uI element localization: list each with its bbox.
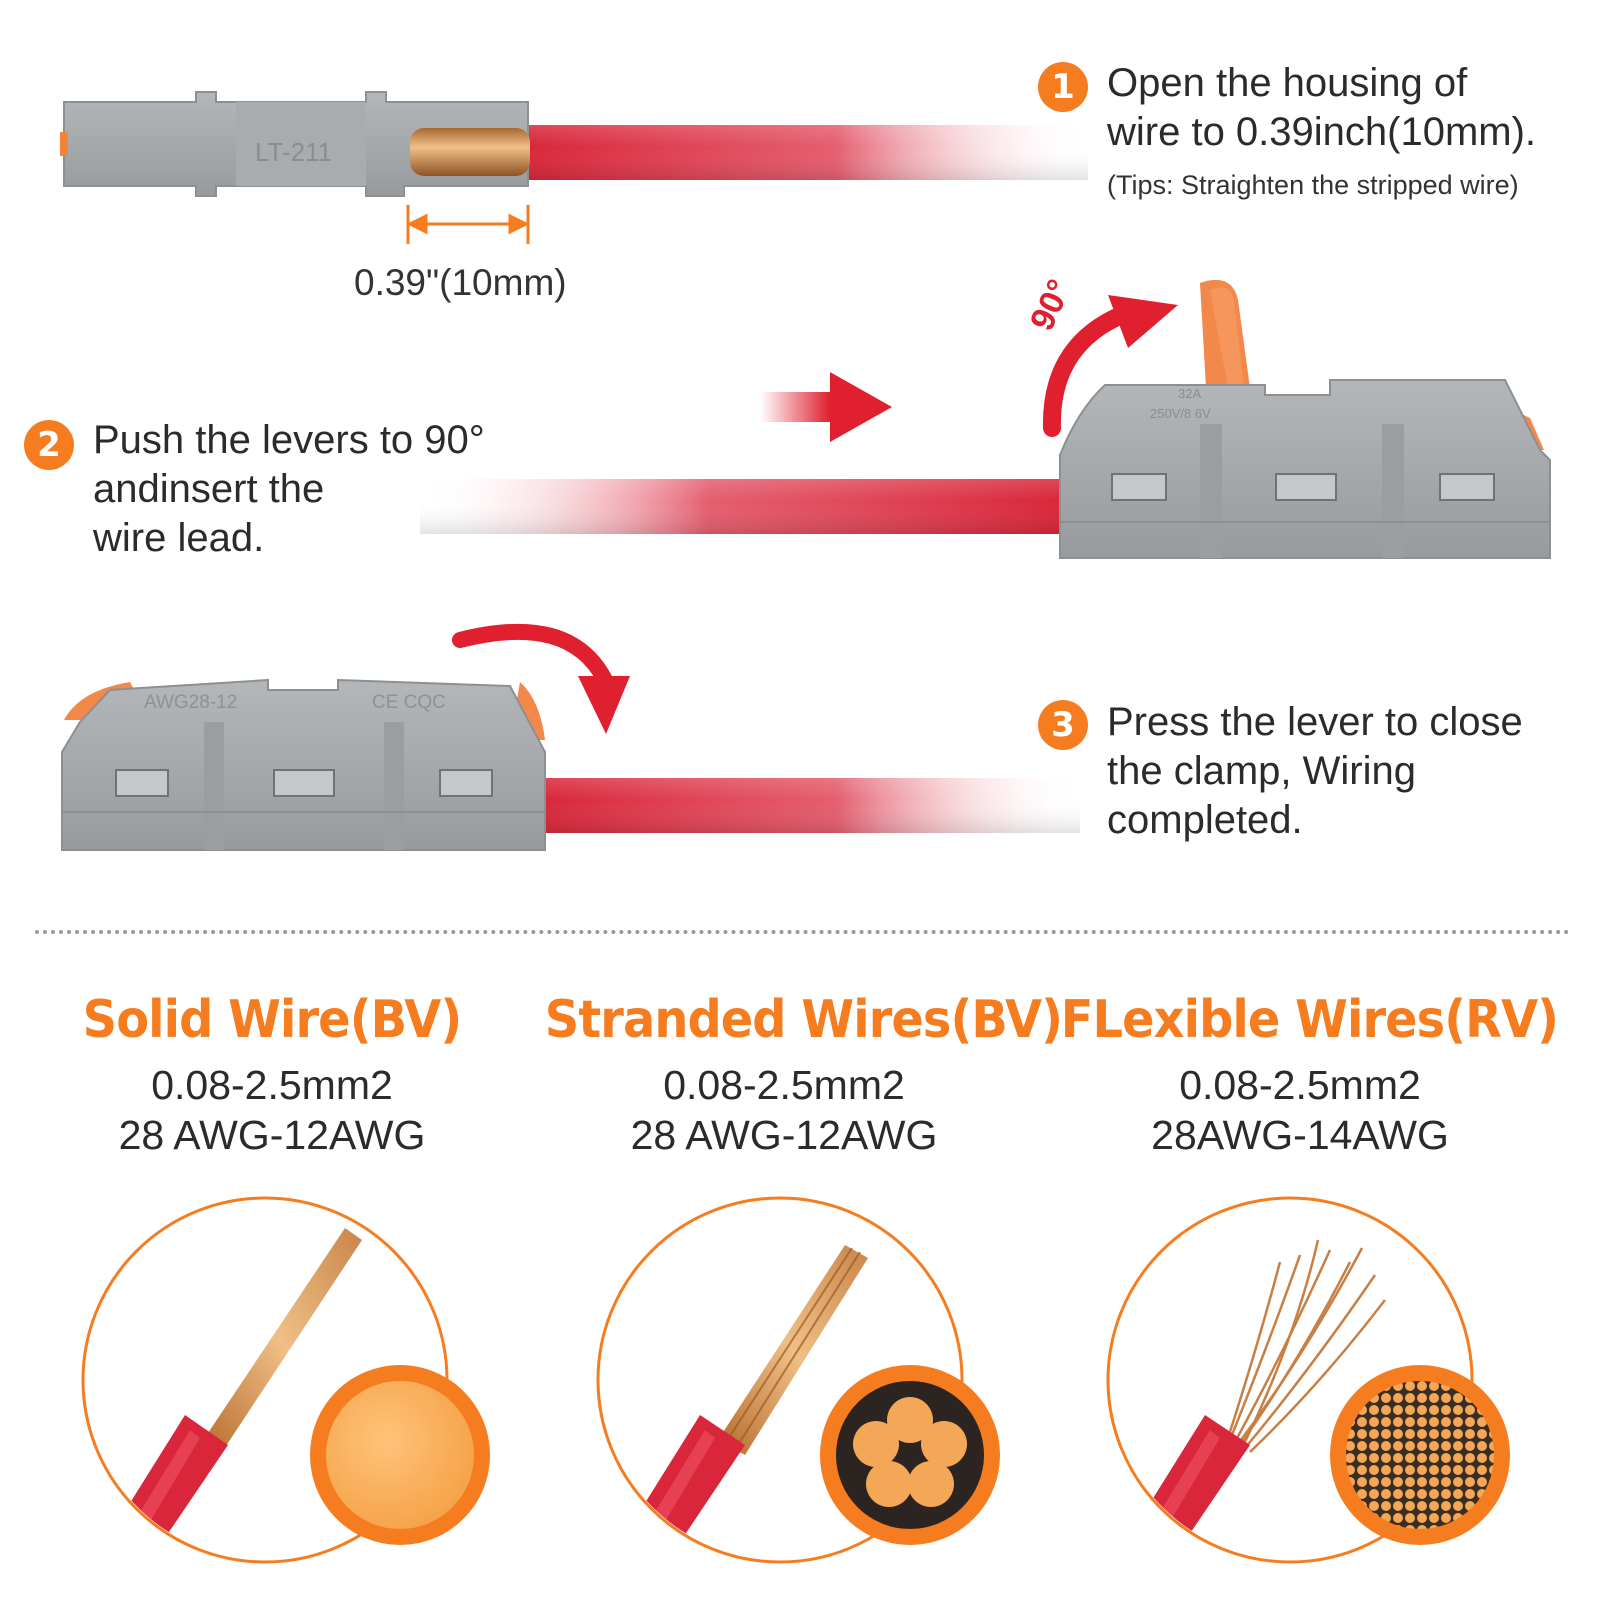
angle-label: 90° xyxy=(1023,274,1079,337)
cert-marking: CE CQC xyxy=(372,692,446,713)
stranded-wire-illustration xyxy=(596,1196,1000,1564)
wire-type-spec-awg: 28 AWG-12AWG xyxy=(118,1112,426,1158)
step-1-text: Open the housing of wire to 0.39inch(10m… xyxy=(1107,61,1537,154)
gauge-marking: AWG28-12 xyxy=(144,692,237,713)
solid-wire-illustration xyxy=(81,1196,490,1564)
step-3-badge: 3 xyxy=(1038,700,1088,750)
wire-type-spec-mm: 0.08-2.5mm2 xyxy=(1179,1062,1421,1108)
step-2-text: Push the levers to 90° andinsert the wir… xyxy=(93,418,485,560)
rating-marking: 32A xyxy=(1178,386,1201,401)
voltage-marking: 250V/8 6V xyxy=(1150,406,1211,421)
wire-type-title: FLexible Wires(RV) xyxy=(1060,990,1559,1050)
step-3-text: Press the lever to close the clamp, Wiri… xyxy=(1107,700,1523,842)
step1-illustration: LT-211 xyxy=(60,91,1088,244)
wire-type-spec-awg: 28 AWG-12AWG xyxy=(630,1112,938,1158)
wire-type-flexible: FLexible Wires(RV) 0.08-2.5mm2 28AWG-14A… xyxy=(1040,990,1560,1160)
wire-type-spec-mm: 0.08-2.5mm2 xyxy=(151,1062,393,1108)
wire-type-spec-mm: 0.08-2.5mm2 xyxy=(663,1062,905,1108)
wire-type-title: Solid Wire(BV) xyxy=(82,990,463,1050)
wire-type-solid: Solid Wire(BV) 0.08-2.5mm2 28 AWG-12AWG xyxy=(12,990,532,1160)
dimension-label: 0.39"(10mm) xyxy=(354,262,567,303)
wire-type-stranded: Stranded Wires(BV) 0.08-2.5mm2 28 AWG-12… xyxy=(524,990,1063,1160)
step-1-tip: (Tips: Straighten the stripped wire) xyxy=(1107,170,1519,200)
flexible-wire-illustration xyxy=(1106,1196,1510,1564)
step2-illustration: 32A 250V/8 6V 90° xyxy=(420,274,1551,559)
step-2-badge: 2 xyxy=(24,420,74,470)
step3-illustration: AWG28-12 CE CQC xyxy=(61,623,1080,851)
step-1-badge: 1 xyxy=(1038,62,1088,112)
wire-type-spec-awg: 28AWG-14AWG xyxy=(1151,1112,1449,1158)
section-divider xyxy=(35,930,1570,934)
wire-type-title: Stranded Wires(BV) xyxy=(544,990,1063,1050)
model-marking: LT-211 xyxy=(255,137,332,167)
